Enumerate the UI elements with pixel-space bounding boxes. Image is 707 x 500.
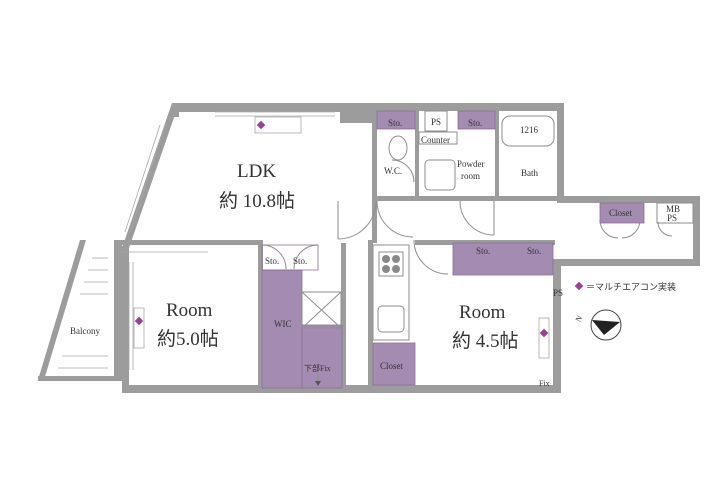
mb-ps-label: PS: [667, 213, 677, 223]
wall-top-wet: [372, 103, 564, 111]
bath-label: Bath: [521, 168, 538, 178]
sto-wic-top: [261, 244, 319, 271]
wall-wet-bottom: [372, 196, 564, 201]
window-ldk-diagonal: [129, 124, 166, 233]
wall-kitchen-room: [368, 240, 373, 390]
wall-wic-east: [341, 243, 346, 388]
wall-left-room: [122, 246, 129, 393]
door-room-east: [459, 200, 495, 236]
wall-wc-powder: [415, 111, 419, 201]
counter-label: Counter: [421, 135, 450, 145]
wall-room-wic: [258, 240, 263, 390]
aircon-marker-ldk: [256, 120, 266, 130]
sto-bath-label: Sto.: [468, 118, 482, 128]
room-west-size: 約5.0帖: [157, 328, 219, 350]
wall-room-top: [122, 240, 262, 245]
wall-bottom-east: [372, 385, 561, 393]
door-wc: [391, 159, 415, 183]
fix-label: Fix: [539, 379, 550, 388]
lower-fix-label: 下部Fix: [304, 363, 331, 373]
ps-right-label: PS: [553, 288, 563, 298]
legend-aircon-icon: [574, 281, 584, 291]
sto-room-east: [452, 242, 554, 276]
room-west-name: Room: [166, 300, 213, 321]
ps-box-top: [424, 110, 448, 132]
wall-ldk-column: [340, 103, 376, 123]
balcony-diagonal: [38, 240, 86, 380]
counter-box: [418, 131, 458, 145]
kitchen: [372, 244, 410, 341]
wall-top-ldk: [172, 103, 379, 112]
aircon-unit-ldk: [254, 116, 302, 134]
balcony-label: Balcony: [70, 326, 100, 336]
balcony-hatch: [58, 257, 108, 369]
bathtub: [501, 115, 555, 147]
closet-corridor-area: [599, 202, 645, 224]
wall-powder-bath: [495, 111, 499, 201]
wall-ldk-wet: [372, 103, 377, 243]
aircon-unit-room-east: [538, 317, 550, 359]
bath-size-label: 1216: [520, 125, 539, 135]
storage-areas: [261, 110, 645, 389]
wic-storage-bottom: [301, 324, 343, 389]
powder-label-2: room: [461, 171, 480, 181]
wic-cross-box: [301, 291, 342, 329]
room-east-name: Room: [459, 302, 506, 323]
sto-wic-2-label: Sto.: [293, 256, 307, 266]
sto-room-2-label: Sto.: [527, 246, 541, 256]
wall-mb-right: [693, 196, 700, 266]
door-ldk: [337, 200, 377, 240]
ps-top-label: PS: [431, 117, 441, 127]
sto-wic-1-label: Sto.: [265, 256, 279, 266]
aircon-marker-room-east: [539, 328, 549, 338]
wic-label: WIC: [274, 319, 292, 329]
mb-label: MB: [666, 204, 680, 214]
powder-label-1: Powder: [457, 159, 485, 169]
kitchen-counter: [372, 244, 410, 341]
balcony-bottom: [38, 376, 126, 381]
aircon-marker-room-west: [134, 316, 144, 326]
wall-corridor-top: [557, 196, 700, 203]
ldk-size: 約 10.8帖: [219, 190, 295, 212]
doors: [261, 159, 673, 275]
wall-right-bath: [557, 103, 564, 203]
ldk-name: LDK: [237, 161, 276, 182]
wic-storage-left: [261, 269, 303, 389]
closet-room-east: [372, 342, 416, 386]
sink: [377, 305, 405, 333]
cooktop: [378, 251, 404, 277]
interior-walls: [122, 103, 564, 390]
wall-right-room: [553, 259, 561, 392]
compass-icon: N: [574, 309, 622, 341]
wall-room-east-top: [415, 240, 555, 245]
windows: [120, 111, 335, 370]
wc-label: W.C.: [384, 166, 402, 176]
door-hall: [376, 200, 414, 238]
sto-room-1-label: Sto.: [476, 246, 490, 256]
wall-bottom-west: [122, 385, 372, 393]
closet-room-label: Closet: [380, 361, 404, 371]
wet-fixtures: [388, 110, 694, 224]
washbasin: [424, 159, 456, 191]
room-east-size: 約 4.5帖: [452, 330, 519, 352]
wall-diagonal-ldk: [122, 103, 179, 248]
closet-corridor-label: Closet: [609, 208, 633, 218]
door-kitchen: [413, 239, 449, 275]
toilet: [388, 135, 408, 161]
wall-mb-bottom: [560, 259, 700, 266]
sto-wc-area: [376, 110, 416, 130]
sto-wc-label: Sto.: [388, 118, 402, 128]
balcony-divider: [114, 240, 122, 381]
legend-text: ＝マルチエアコン実装: [586, 281, 676, 292]
aircon-unit-room-west: [133, 307, 145, 349]
door-mb: [657, 221, 673, 237]
sto-bath-area: [457, 110, 496, 130]
compass-north-label: N: [574, 314, 585, 324]
mb-ps-box: [656, 202, 694, 224]
